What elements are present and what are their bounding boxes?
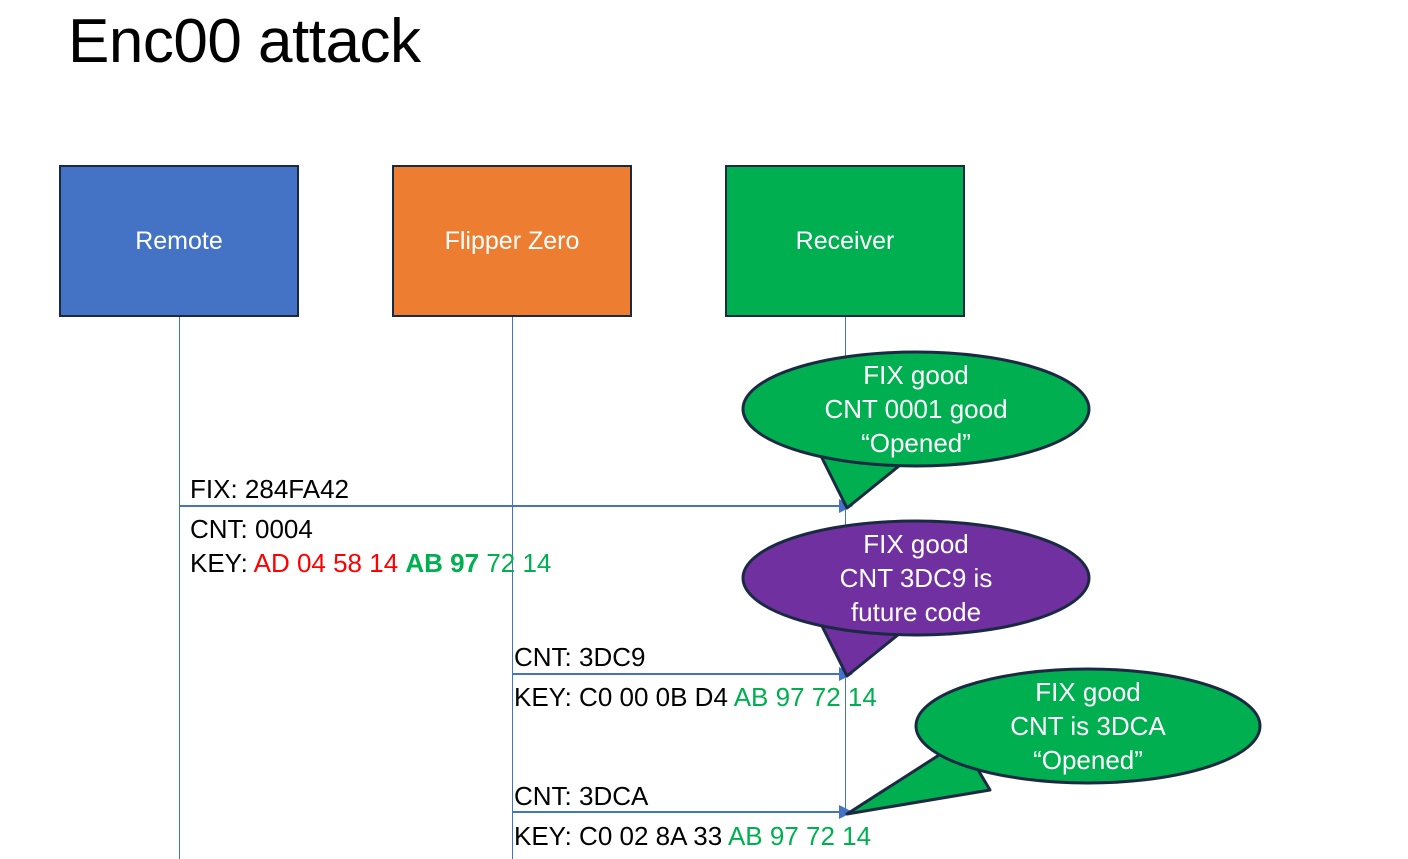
key-1-red-bytes: AD 04 58 14	[253, 548, 406, 578]
speech-bubble-3-text: FIX good CNT is 3DCA “Opened”	[916, 675, 1260, 777]
key-2-black-bytes: KEY: C0 00 0B D4	[514, 682, 734, 712]
speech-bubble-2-tail	[810, 604, 922, 678]
key-3-green-bytes: AB 97 72 14	[727, 821, 872, 851]
page-title: Enc00 attack	[68, 7, 421, 76]
message-label-fix: FIX: 284FA42	[190, 472, 349, 506]
message-arrow-1-head	[839, 499, 853, 513]
key-1-green-bytes: 72 14	[486, 548, 552, 578]
speech-bubble-2-text: FIX good CNT 3DC9 is future code	[743, 527, 1089, 629]
speech-bubble-3-body	[914, 667, 1262, 785]
speech-bubble-2-line-1: FIX good	[863, 529, 969, 559]
speech-bubble-1-text: FIX good CNT 0001 good “Opened”	[743, 358, 1089, 460]
speech-bubble-2[interactable]	[741, 519, 1091, 678]
actor-box-remote[interactable]: Remote	[59, 165, 299, 317]
speech-bubble-2-body	[741, 519, 1091, 637]
speech-bubble-3-line-1: FIX good	[1035, 677, 1141, 707]
actor-label-flipper-zero: Flipper Zero	[444, 227, 580, 255]
actor-box-flipper-zero[interactable]: Flipper Zero	[392, 165, 632, 317]
actor-box-receiver[interactable]: Receiver	[725, 165, 965, 317]
speech-bubble-1-line-2: CNT 0001 good	[824, 394, 1008, 424]
message-label-cnt-0004: CNT: 0004	[190, 512, 313, 546]
message-label-cnt-3dca-text: CNT: 3DCA	[514, 781, 649, 811]
lifeline-flipper-zero	[512, 317, 513, 859]
speech-bubble-1[interactable]	[741, 350, 1091, 510]
actor-label-remote: Remote	[135, 227, 223, 255]
message-label-fix-text: FIX: 284FA42	[190, 474, 349, 504]
speech-bubble-1-tail	[810, 436, 922, 510]
lifeline-receiver	[845, 317, 846, 812]
lifeline-remote	[179, 317, 180, 859]
key-1-prefix: KEY:	[190, 548, 254, 578]
message-label-cnt-3dca: CNT: 3DCA	[514, 779, 648, 813]
message-arrow-3-head	[839, 805, 853, 819]
speech-bubble-3[interactable]	[845, 667, 1262, 816]
speech-bubble-3-line-3: “Opened”	[1033, 745, 1143, 775]
speech-bubble-2-line-3: future code	[850, 597, 982, 627]
key-2-green-bytes: AB 97 72 14	[733, 682, 877, 712]
key-3-black-bytes: KEY: C0 02 8A 33	[514, 821, 728, 851]
key-1-green-bold-bytes: AB 97	[405, 548, 487, 578]
speech-bubble-1-line-1: FIX good	[863, 360, 969, 390]
speech-bubble-2-line-2: CNT 3DC9 is	[839, 563, 993, 593]
message-label-cnt-3dc9-text: CNT: 3DC9	[514, 642, 646, 672]
message-label-cnt-0004-text: CNT: 0004	[190, 514, 313, 544]
message-arrow-2-head	[839, 667, 853, 681]
message-label-key-3: KEY: C0 02 8A 33 AB 97 72 14	[514, 819, 871, 853]
speech-bubble-1-line-3: “Opened”	[861, 428, 971, 458]
speech-bubble-3-tail	[845, 739, 992, 816]
message-label-cnt-3dc9: CNT: 3DC9	[514, 640, 645, 674]
message-label-key-1: KEY: AD 04 58 14 AB 97 72 14	[190, 546, 551, 580]
actor-label-receiver: Receiver	[795, 227, 895, 255]
message-label-key-2: KEY: C0 00 0B D4 AB 97 72 14	[514, 680, 877, 714]
speech-bubble-1-body	[741, 350, 1091, 468]
speech-bubble-3-line-2: CNT is 3DCA	[1010, 711, 1166, 741]
